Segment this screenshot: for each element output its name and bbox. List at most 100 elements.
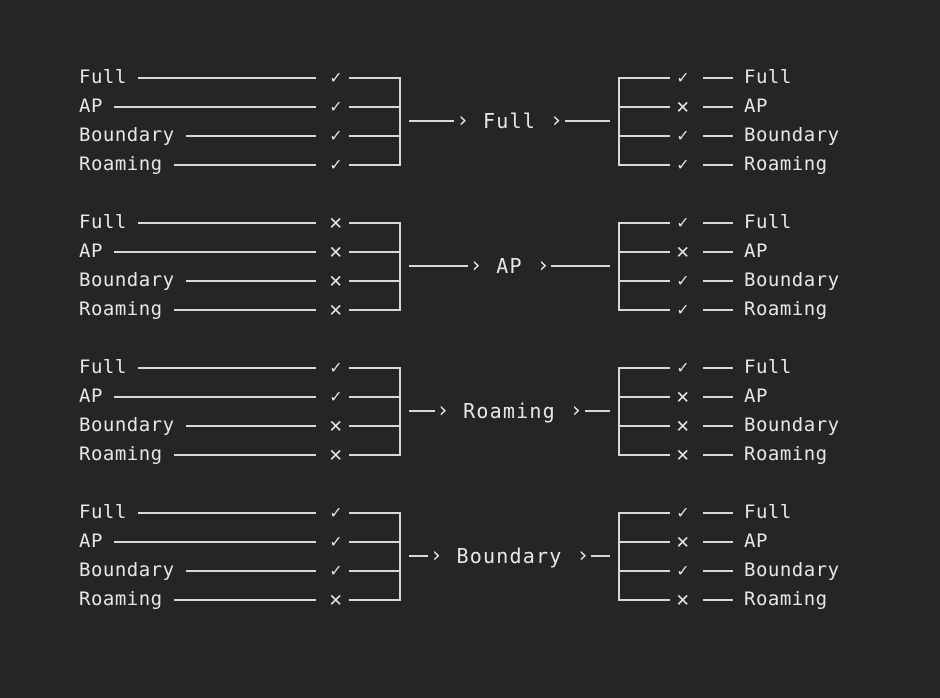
connector-line: [173, 308, 316, 311]
bracket-stub: [349, 454, 401, 456]
bracket-stub: [618, 512, 670, 514]
connector-line: [703, 366, 733, 369]
output-bracket: [610, 350, 674, 472]
check-icon: ✓: [677, 356, 689, 378]
connector-line: [703, 76, 733, 79]
input-state-list: Full✓AP✓Boundary✕Roaming✕: [79, 350, 345, 472]
state-label: Roaming: [79, 443, 163, 465]
check-icon: ✓: [330, 95, 342, 117]
state-label: AP: [744, 240, 768, 262]
output-state-list: ✓Full✕AP✕Boundary✕Roaming: [674, 350, 940, 472]
state-row: Full✓: [79, 63, 345, 92]
bracket-stub: [618, 77, 670, 79]
connector-line: [703, 540, 733, 543]
connector-line: [185, 569, 316, 572]
state-label: AP: [744, 385, 768, 407]
state-row: Roaming✕: [79, 295, 345, 324]
state-row: ✕AP: [674, 92, 940, 121]
cross-icon: ✕: [329, 297, 343, 321]
connector-line: [173, 598, 316, 601]
state-label: Full: [744, 501, 792, 523]
bracket-stub: [618, 164, 670, 166]
bracket-stub: [349, 135, 401, 137]
connector-line: [113, 540, 316, 543]
state-label: Roaming: [744, 588, 828, 610]
output-state-list: ✓Full✕AP✓Boundary✕Roaming: [674, 495, 940, 617]
bracket-stub: [349, 280, 401, 282]
output-bracket: [610, 495, 674, 617]
cross-icon: ✕: [676, 413, 690, 437]
state-label: Boundary: [744, 559, 840, 581]
bracket-stub: [618, 599, 670, 601]
state-label: Boundary: [79, 269, 175, 291]
state-row: Boundary ✕: [79, 411, 345, 440]
state-label: AP: [79, 385, 103, 407]
state-row: Boundary✓: [79, 121, 345, 150]
connector-line: [113, 105, 316, 108]
bracket-stub: [618, 570, 670, 572]
input-bracket: [345, 350, 409, 472]
transition-block: Full✕AP✕Boundary✕Roaming✕›AP›✓Full✕AP✓Bo…: [0, 205, 940, 327]
bracket-stub: [349, 570, 401, 572]
state-label: Full: [744, 66, 792, 88]
bracket-spine: [618, 222, 620, 310]
state-row: Roaming✕: [79, 585, 345, 614]
state-row: ✓Boundary: [674, 556, 940, 585]
bracket-stub: [349, 106, 401, 108]
check-icon: ✓: [677, 66, 689, 88]
incoming-line: [409, 555, 428, 557]
bracket-stub: [618, 280, 670, 282]
bracket-spine: [399, 222, 401, 310]
connector-line: [185, 424, 316, 427]
connector-line: [137, 221, 316, 224]
output-bracket: [610, 60, 674, 182]
state-label: Boundary: [744, 414, 840, 436]
arrow-right-icon: ›: [429, 542, 443, 567]
connector-line: [137, 511, 316, 514]
state-row: Roaming✕: [79, 440, 345, 469]
check-icon: ✓: [330, 530, 342, 552]
cross-icon: ✕: [676, 442, 690, 466]
state-label: AP: [79, 240, 103, 262]
transition-label: Boundary: [456, 544, 563, 568]
connector-line: [703, 250, 733, 253]
state-row: ✓Full: [674, 208, 940, 237]
incoming-line: [409, 265, 468, 267]
transition-centre: ›Boundary›: [409, 495, 610, 617]
state-row: ✓ Full: [674, 353, 940, 382]
state-label: Roaming: [744, 153, 828, 175]
connector-line: [113, 395, 316, 398]
bracket-stub: [618, 454, 670, 456]
connector-line: [137, 76, 316, 79]
connector-line: [703, 105, 733, 108]
transition-centre: ›AP›: [409, 205, 611, 327]
input-bracket: [345, 205, 409, 327]
connector-line: [703, 395, 733, 398]
cross-icon: ✕: [329, 587, 343, 611]
bracket-stub: [349, 512, 401, 514]
state-label: Full: [79, 211, 127, 233]
state-row: AP✓: [79, 527, 345, 556]
connector-line: [703, 134, 733, 137]
state-row: AP✕: [79, 237, 345, 266]
input-bracket: [345, 495, 409, 617]
check-icon: ✓: [677, 211, 689, 233]
check-icon: ✓: [330, 385, 342, 407]
outgoing-line: [584, 410, 610, 412]
check-icon: ✓: [330, 153, 342, 175]
cross-icon: ✕: [329, 210, 343, 234]
outgoing-line: [551, 265, 611, 267]
state-label: Full: [744, 356, 792, 378]
state-row: Full ✕: [79, 208, 345, 237]
check-icon: ✓: [677, 298, 689, 320]
arrow-right-icon: ›: [436, 397, 450, 422]
cross-icon: ✕: [329, 413, 343, 437]
connector-line: [703, 569, 733, 572]
state-label: Boundary: [79, 414, 175, 436]
arrow-right-icon: ›: [536, 252, 550, 277]
check-icon: ✓: [330, 124, 342, 146]
bracket-stub: [349, 77, 401, 79]
bracket-stub: [618, 309, 670, 311]
check-icon: ✓: [330, 356, 342, 378]
bracket-stub: [618, 251, 670, 253]
